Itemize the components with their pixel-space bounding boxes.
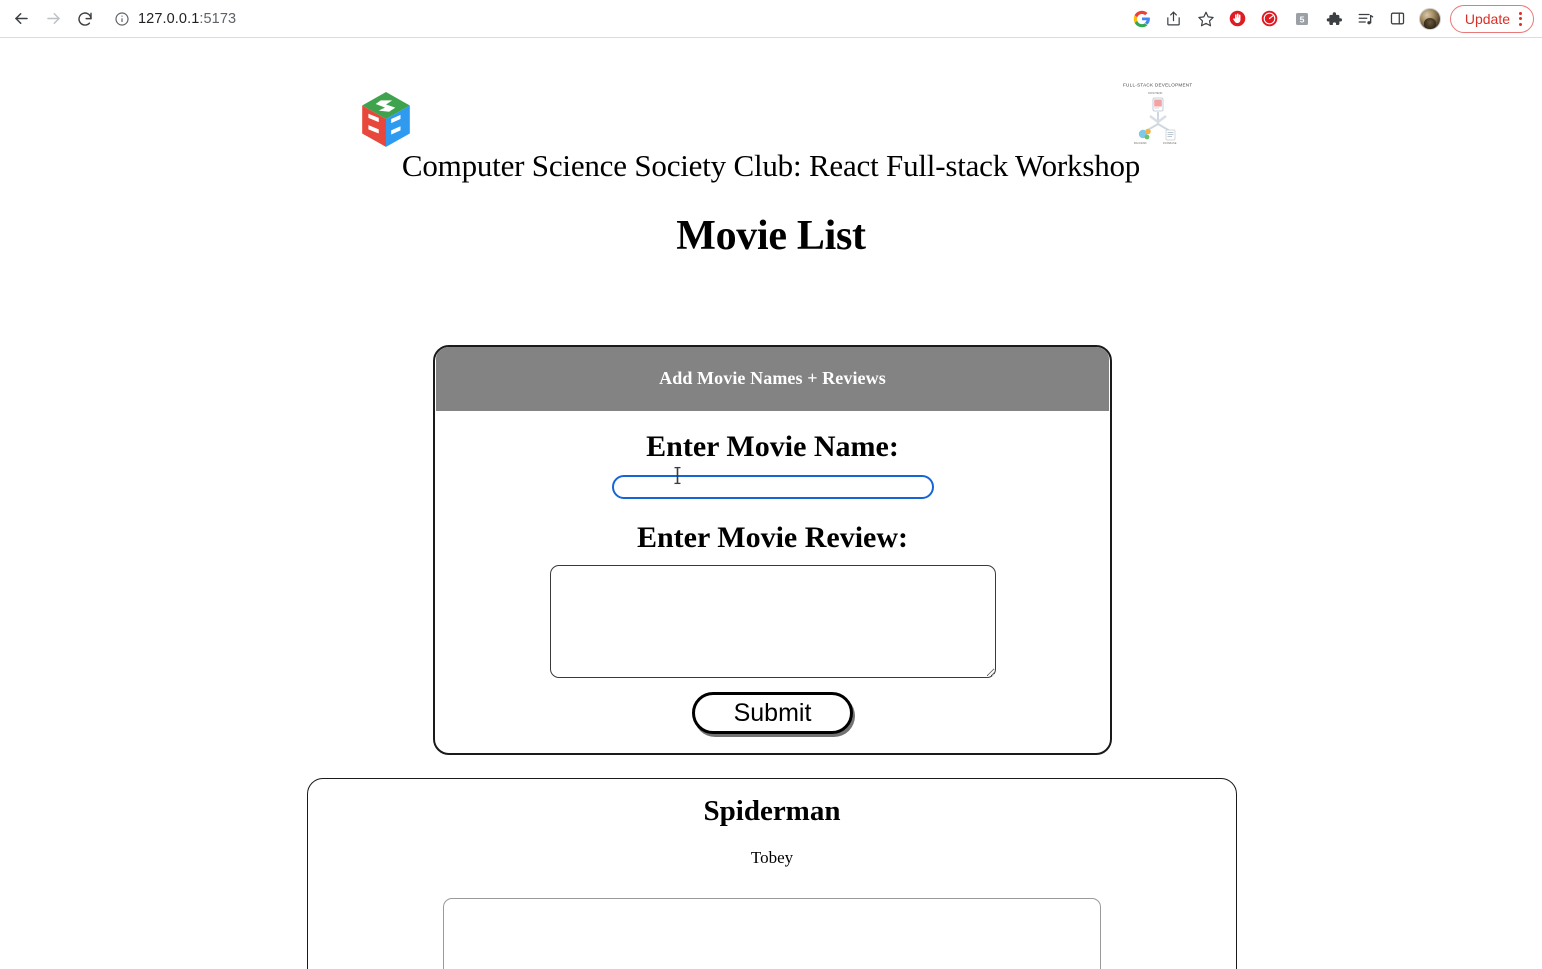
movie-entry-card: Spiderman Tobey — [307, 778, 1237, 969]
logo-row: FULL-STACK DEVELOPMENT F — [0, 38, 1542, 147]
extensions-puzzle-icon[interactable] — [1318, 3, 1350, 35]
page-title: Computer Science Society Club: React Ful… — [401, 148, 1141, 183]
movie-entry-review: Tobey — [750, 848, 794, 867]
form-card-header: Add Movie Names + Reviews — [436, 347, 1109, 411]
movie-name-input[interactable] — [611, 475, 934, 499]
url-text: 127.0.0.1:5173 — [138, 11, 236, 27]
browser-toolbar: 127.0.0.1:5173 5 — [0, 0, 1542, 38]
movie-entry-edit-textarea[interactable] — [443, 898, 1101, 969]
toolbar-right-icons: 5 Update — [1126, 3, 1542, 35]
movie-review-textarea[interactable] — [549, 565, 996, 678]
bookmark-star-icon[interactable] — [1190, 3, 1222, 35]
three-dot-menu-icon[interactable] — [1516, 11, 1525, 26]
submit-button[interactable]: Submit — [692, 692, 853, 734]
update-label: Update — [1464, 10, 1510, 27]
full-stack-development-diagram: FULL-STACK DEVELOPMENT F — [1123, 82, 1192, 155]
forward-arrow-icon[interactable] — [38, 4, 68, 34]
navigation-buttons — [0, 4, 100, 34]
update-button[interactable]: Update — [1449, 4, 1534, 33]
back-arrow-icon[interactable] — [6, 4, 36, 34]
page-content: FULL-STACK DEVELOPMENT F — [0, 38, 1542, 969]
reload-icon[interactable] — [70, 4, 100, 34]
fullstack-label-database: DATABASE — [1163, 142, 1177, 145]
info-circle-icon[interactable] — [114, 11, 130, 27]
cs-society-cube-logo — [362, 92, 410, 147]
reading-list-icon[interactable] — [1350, 3, 1382, 35]
adblock-icon[interactable] — [1222, 3, 1254, 35]
movie-entry-title: Spiderman — [703, 795, 841, 827]
url-port: :5173 — [199, 10, 237, 27]
form-card-header-label: Add Movie Names + Reviews — [659, 368, 886, 388]
main-heading: Movie List — [676, 213, 866, 259]
ghostery-icon[interactable] — [1254, 3, 1286, 35]
movie-review-label: Enter Movie Review: — [636, 521, 909, 554]
google-icon[interactable] — [1126, 3, 1158, 35]
fullstack-art: FRONTEND BACKEND DATABASE — [1130, 90, 1186, 148]
profile-avatar[interactable] — [1418, 7, 1441, 30]
fullstack-label-frontend: FRONTEND — [1148, 92, 1163, 95]
share-icon[interactable] — [1158, 3, 1190, 35]
url-host: 127.0.0.1 — [138, 10, 200, 27]
html5-badge-icon[interactable]: 5 — [1286, 3, 1318, 35]
movie-name-label: Enter Movie Name: — [646, 430, 899, 463]
fullstack-caption: FULL-STACK DEVELOPMENT — [1123, 82, 1193, 88]
side-panel-icon[interactable] — [1382, 3, 1414, 35]
add-movie-form-card: Add Movie Names + Reviews Enter Movie Na… — [433, 345, 1112, 755]
fullstack-label-backend: BACKEND — [1134, 142, 1147, 145]
svg-text:5: 5 — [1299, 14, 1304, 24]
address-bar[interactable]: 127.0.0.1:5173 — [108, 5, 244, 33]
